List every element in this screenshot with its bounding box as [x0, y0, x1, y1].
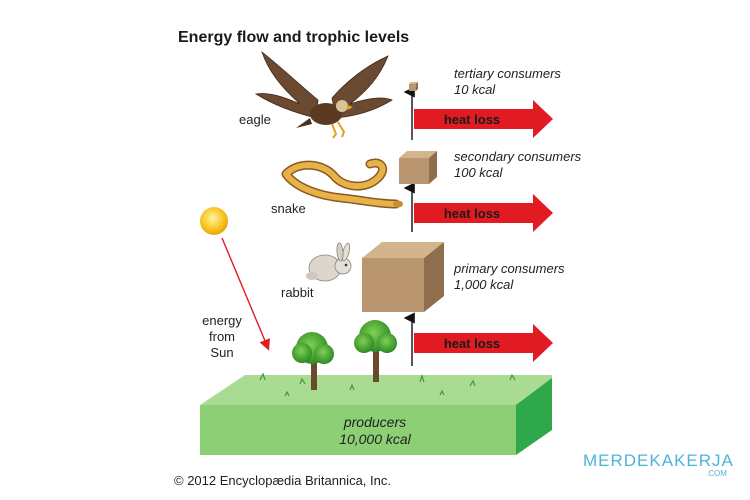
- tree-icon: [354, 320, 397, 382]
- ground-front: [200, 405, 516, 455]
- ground-side: [516, 378, 552, 455]
- watermark-suffix: .COM: [706, 469, 727, 478]
- rabbit-label: rabbit: [281, 285, 314, 300]
- grass-decoration: [259, 372, 516, 397]
- tertiary-consumers-cube: [409, 82, 418, 91]
- sun-icon: [200, 207, 228, 235]
- tree-icon: [292, 332, 334, 390]
- secondary-name: secondary consumers: [454, 149, 582, 164]
- snake-label: snake: [271, 201, 306, 216]
- secondary-energy: 100 kcal: [454, 165, 504, 180]
- heat-loss-label: heat loss: [444, 336, 500, 351]
- sun-energy-arrow: [221, 237, 270, 351]
- producers-energy: 10,000 kcal: [339, 431, 411, 447]
- sun-label-line-2: from: [209, 329, 235, 344]
- eagle-icon: [254, 50, 393, 139]
- heat-loss-label: heat loss: [444, 206, 500, 221]
- primary-consumers-cube: [362, 242, 444, 312]
- watermark-logo: MERDEKAKERJA: [583, 451, 734, 470]
- tertiary-energy: 10 kcal: [454, 82, 496, 97]
- sun-label-line-3: Sun: [210, 345, 233, 360]
- sun-label-line-1: energy: [202, 313, 242, 328]
- eagle-label: eagle: [239, 112, 271, 127]
- primary-name: primary consumers: [453, 261, 565, 276]
- diagram-title: Energy flow and trophic levels: [178, 29, 409, 46]
- tertiary-name: tertiary consumers: [454, 66, 561, 81]
- primary-energy: 1,000 kcal: [454, 277, 514, 292]
- secondary-consumers-cube: [399, 151, 437, 184]
- heat-loss-arrow: heat loss: [414, 324, 553, 362]
- producers-name: producers: [343, 414, 406, 430]
- heat-loss-label: heat loss: [444, 112, 500, 127]
- rabbit-icon: [306, 242, 352, 282]
- heat-loss-arrow: heat loss: [414, 194, 553, 232]
- copyright-text: © 2012 Encyclopædia Britannica, Inc.: [174, 473, 391, 488]
- producers-block: [200, 372, 552, 455]
- ground-top: [200, 375, 552, 405]
- snake-icon: [281, 158, 403, 209]
- heat-loss-arrow: heat loss: [414, 100, 553, 138]
